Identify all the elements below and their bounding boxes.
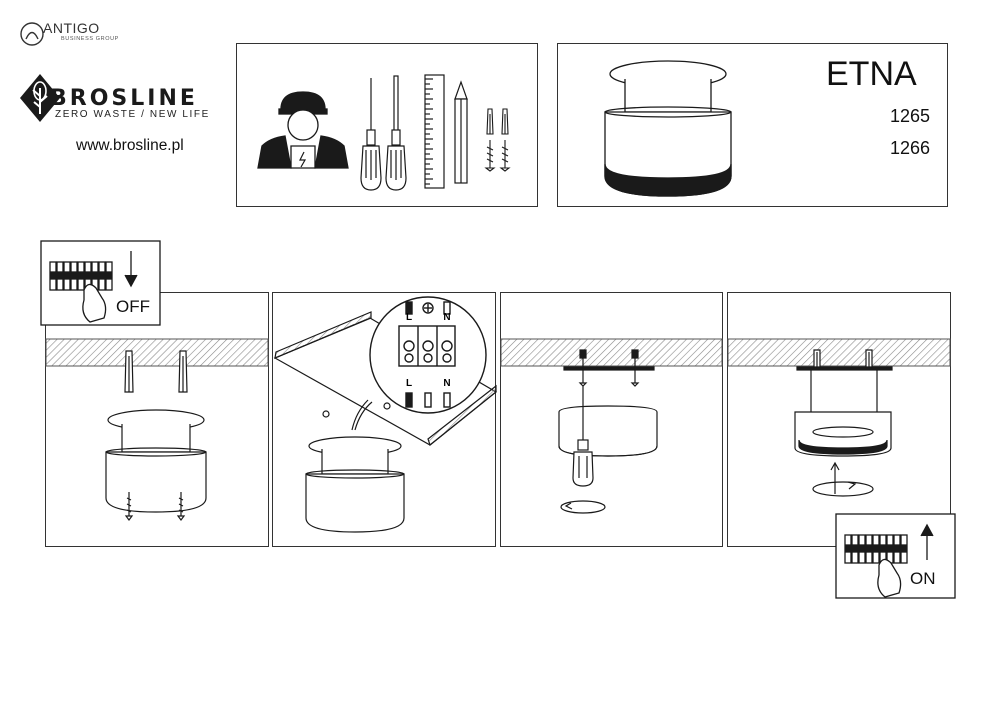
breaker-switch: [78, 271, 84, 280]
terminal-top-l: L: [406, 312, 412, 323]
product-panel: [557, 43, 948, 207]
step-1-drawing: [105, 350, 207, 521]
ruler-icon: [424, 74, 445, 189]
ceiling-1: [45, 338, 269, 367]
tools-panel: [236, 43, 538, 207]
breaker-switch: [92, 271, 98, 280]
electrician-icon: [257, 91, 349, 169]
product-name: ETNA: [826, 55, 917, 93]
breaker-switch: [85, 271, 91, 280]
power-on-box: [835, 513, 956, 599]
step-4-drawing: [794, 349, 893, 497]
brand-url[interactable]: www.brosline.pl: [76, 137, 184, 154]
power-off-label: OFF: [116, 297, 150, 316]
power-on-label: ON: [910, 569, 936, 588]
power-off-box: [40, 240, 161, 326]
breaker-switch: [880, 544, 886, 553]
breaker-switch: [901, 544, 907, 553]
flat-screwdriver-icon: [385, 75, 407, 191]
step-3-drawing: [558, 349, 658, 514]
terminal-block-callout: [369, 296, 487, 414]
breaker-switch: [57, 271, 63, 280]
breaker-switch: [50, 271, 56, 280]
product-code-2: 1266: [890, 138, 931, 158]
brand-name: BROSLINE: [50, 86, 198, 111]
breaker-switch: [873, 544, 879, 553]
breaker-switch: [852, 544, 858, 553]
terminal-bottom-n: N: [443, 378, 450, 389]
ceiling-4: [727, 338, 951, 367]
breaker-switch: [64, 271, 70, 280]
breaker-switch: [106, 271, 112, 280]
ceiling-3: [500, 338, 723, 367]
breaker-switch: [894, 544, 900, 553]
breaker-switch: [845, 544, 851, 553]
terminal-bottom-l: L: [406, 378, 412, 389]
breaker-switch: [866, 544, 872, 553]
antigo-subtitle: BUSINESS GROUP: [61, 36, 119, 42]
antigo-logo-icon: [20, 22, 44, 46]
product-code-1: 1265: [890, 106, 931, 126]
breaker-switch: [71, 271, 77, 280]
brosline-leaf-icon: [20, 74, 60, 122]
antigo-logo: ANTIGO BUSINESS GROUP: [18, 20, 128, 48]
breaker-switch: [859, 544, 865, 553]
step-3-panel: [500, 292, 723, 547]
wall-plug-icon: [486, 108, 509, 135]
screw-icon: [484, 140, 511, 172]
phillips-screwdriver-icon: [360, 78, 382, 191]
breaker-switch: [887, 544, 893, 553]
pencil-icon: [454, 80, 468, 184]
terminal-top-n: N: [443, 312, 450, 323]
brand-tagline: ZERO WASTE / NEW LIFE: [55, 109, 210, 120]
step-2-panel: [272, 292, 496, 547]
breaker-switch: [99, 271, 105, 280]
antigo-name: ANTIGO: [43, 20, 100, 36]
